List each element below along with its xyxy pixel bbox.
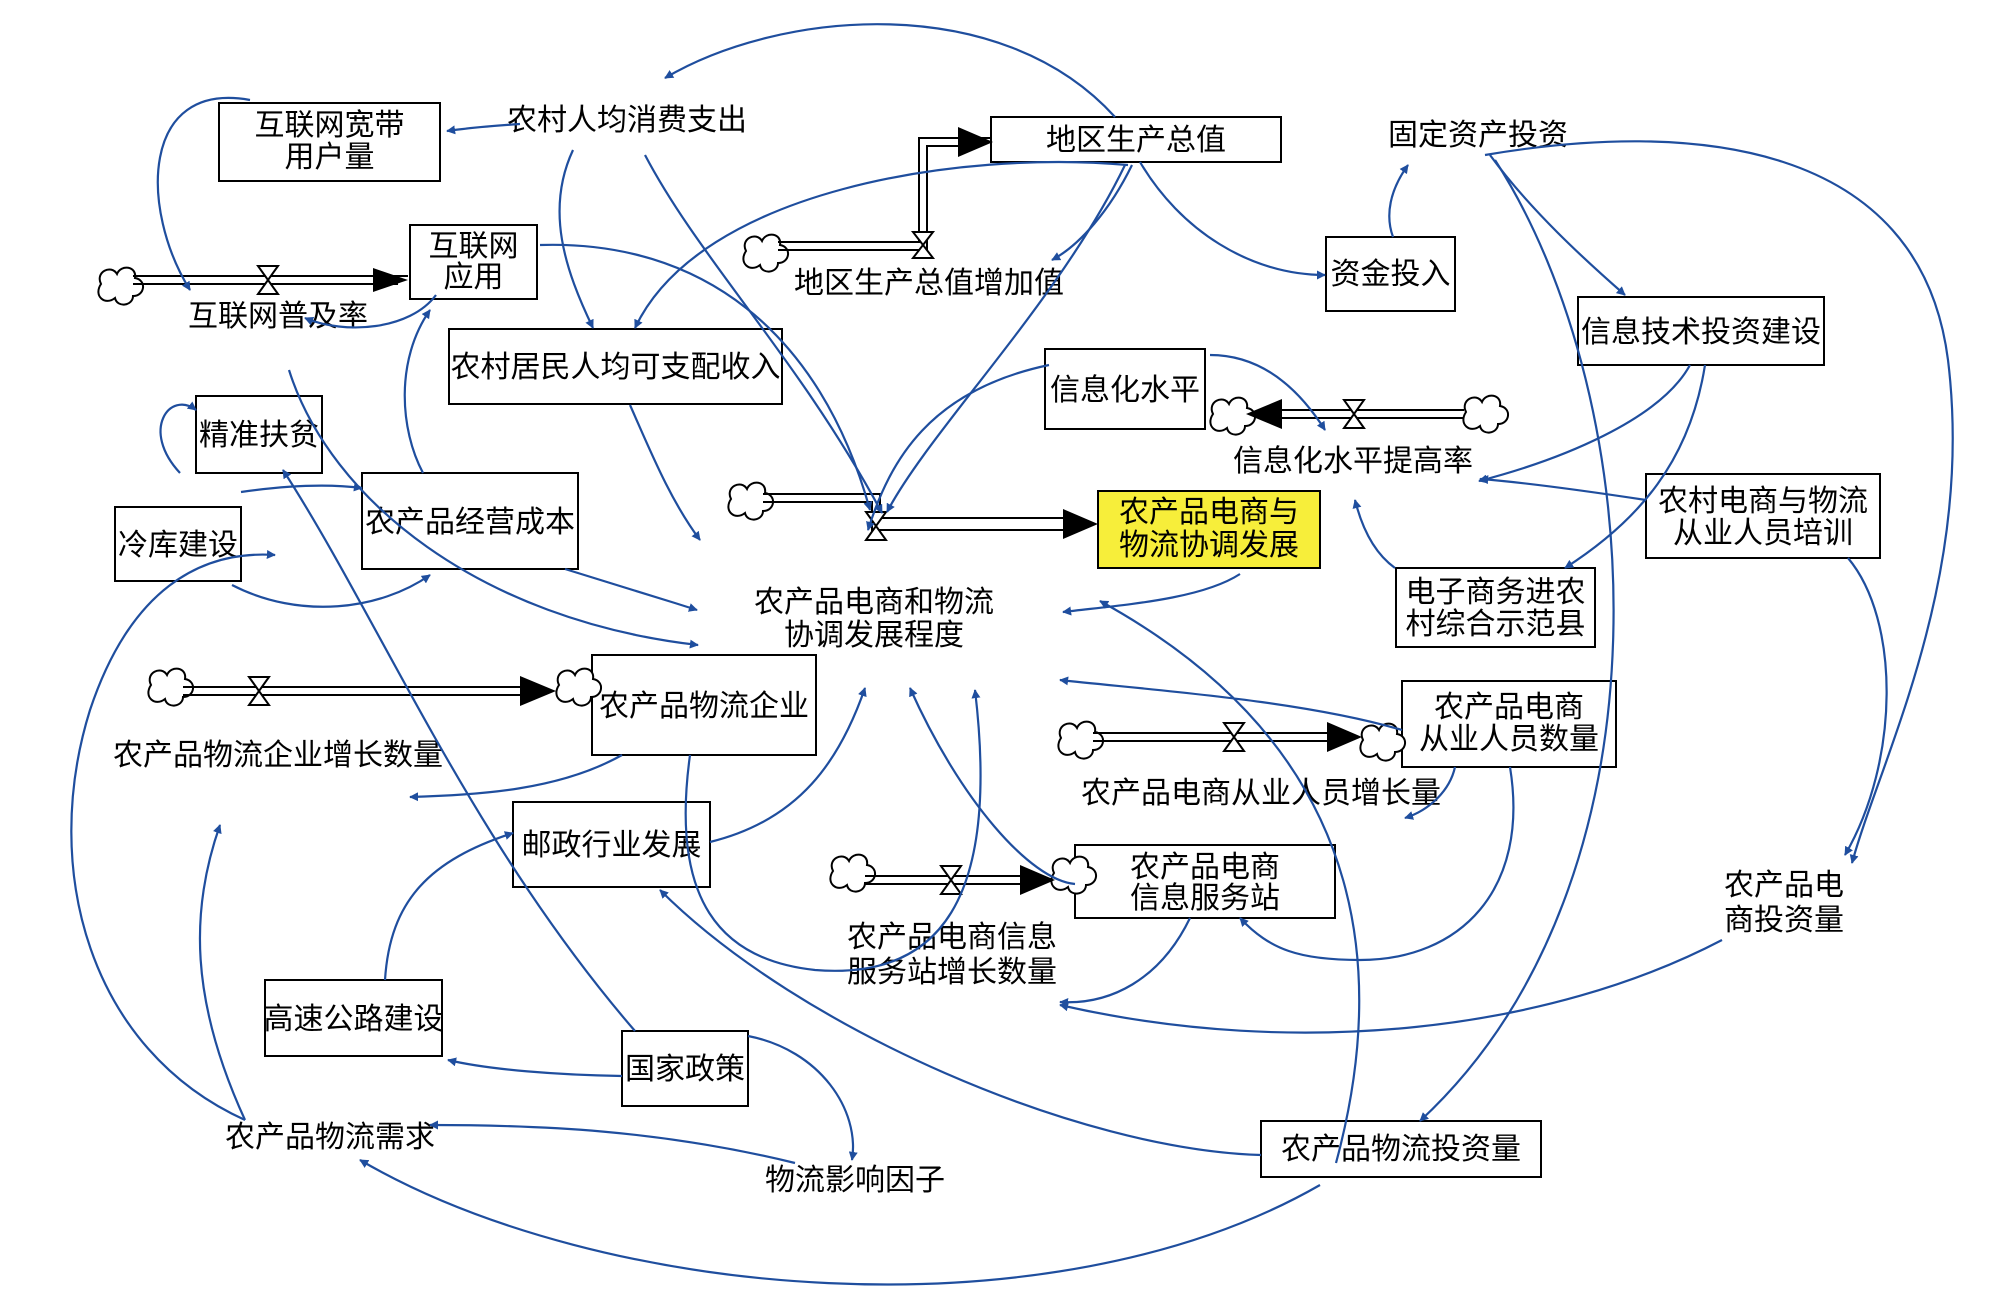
- coordination-line2: 物流协调发展: [1119, 528, 1299, 563]
- ecommerce-county-line2: 村综合示范县: [1406, 607, 1586, 642]
- ec-workers-line1: 农产品电商: [1434, 690, 1584, 725]
- stock-targeted-poverty: 精准扶贫: [195, 395, 323, 474]
- rural-consumption-label: 农村人均消费支出: [507, 103, 747, 138]
- logistics-enterprise-label: 农产品物流企业: [599, 689, 809, 724]
- logistics-investment-label: 农产品物流投资量: [1281, 1132, 1521, 1167]
- ecommerce-county-line1: 电子商务进农: [1406, 575, 1586, 610]
- broadband-users-line2: 用户量: [285, 140, 375, 175]
- stock-rural-income: 农村居民人均可支配收入: [448, 328, 783, 405]
- internet-penetration-label: 互联网普及率: [188, 299, 368, 334]
- ec-workers-growth-label: 农产品电商从业人员增长量: [1081, 776, 1441, 811]
- targeted-poverty-label: 精准扶贫: [199, 418, 319, 453]
- training-line1: 农村电商与物流: [1658, 484, 1868, 519]
- source-cloud: [742, 233, 789, 273]
- flow-ec-workers: [1057, 720, 1406, 762]
- flow-info-rate: [1209, 394, 1509, 436]
- highway-label: 高速公路建设: [264, 1002, 444, 1037]
- causal-links: [70, 23, 1954, 1286]
- target-cloud: [1209, 396, 1256, 436]
- training-line2: 从业人员培训: [1673, 516, 1853, 551]
- operating-cost-label: 农产品经营成本: [365, 505, 575, 540]
- coordination-degree-line1: 农产品电商和物流: [754, 585, 994, 620]
- coordination-line1: 农产品电商与: [1119, 495, 1299, 530]
- valve-icon: [1342, 399, 1366, 429]
- stock-info-level: 信息化水平: [1044, 348, 1206, 430]
- valve-icon: [256, 265, 280, 295]
- stock-it-investment: 信息技术投资建设: [1577, 296, 1825, 366]
- internet-app-line2: 应用: [444, 260, 504, 295]
- logistics-enterprise-growth-label: 农产品物流企业增长数量: [113, 738, 443, 773]
- stock-ecommerce-county: 电子商务进农 村综合示范县: [1395, 567, 1596, 648]
- postal-label: 邮政行业发展: [522, 828, 702, 863]
- ec-station-line1: 农产品电商: [1130, 850, 1280, 885]
- ec-station-line2: 信息服务站: [1130, 881, 1280, 916]
- ec-station-growth-line2: 服务站增长数量: [847, 955, 1057, 990]
- it-investment-label: 信息技术投资建设: [1581, 315, 1821, 350]
- valve-icon: [247, 676, 271, 706]
- target-cloud: [555, 667, 602, 707]
- target-cloud: [1359, 722, 1406, 762]
- stock-ec-station: 农产品电商 信息服务站: [1074, 844, 1336, 919]
- stock-logistics-investment: 农产品物流投资量: [1260, 1120, 1542, 1178]
- internet-app-line1: 互联网: [429, 229, 519, 264]
- stock-national-policy: 国家政策: [621, 1030, 749, 1107]
- ec-investment-line1: 农产品电: [1724, 868, 1844, 903]
- valve-icon: [1222, 722, 1246, 752]
- flow-coordination: [727, 481, 1098, 541]
- source-cloud: [1462, 394, 1509, 434]
- ec-workers-line2: 从业人员数量: [1419, 722, 1599, 757]
- flow-gdp-increment: [742, 127, 993, 273]
- stock-operating-cost: 农产品经营成本: [361, 472, 579, 570]
- stock-internet-app: 互联网 应用: [409, 224, 538, 300]
- regional-gdp-label: 地区生产总值: [1046, 123, 1226, 158]
- ec-investment-line2: 商投资量: [1724, 903, 1844, 938]
- stock-highway: 高速公路建设: [264, 979, 444, 1057]
- source-cloud: [97, 266, 144, 306]
- gdp-increment-label: 地区生产总值增加值: [794, 266, 1064, 301]
- stock-logistics-enterprise: 农产品物流企业: [591, 654, 817, 756]
- broadband-users-line1: 互联网宽带: [255, 108, 405, 143]
- logistics-factor-label: 物流影响因子: [765, 1163, 945, 1198]
- rural-income-label: 农村居民人均可支配收入: [451, 350, 781, 385]
- stock-capital-input: 资金投入: [1325, 236, 1456, 312]
- stock-regional-gdp: 地区生产总值: [990, 116, 1282, 163]
- info-rate-label: 信息化水平提高率: [1233, 444, 1473, 479]
- info-level-label: 信息化水平: [1050, 373, 1200, 408]
- stock-cold-storage: 冷库建设: [114, 506, 242, 582]
- logistics-demand-label: 农产品物流需求: [225, 1120, 435, 1155]
- flow-internet-penetration: [97, 265, 408, 306]
- source-cloud: [147, 667, 194, 707]
- ec-station-growth-line1: 农产品电商信息: [847, 920, 1057, 955]
- national-policy-label: 国家政策: [625, 1052, 745, 1087]
- source-cloud: [829, 853, 876, 893]
- capital-input-label: 资金投入: [1331, 257, 1451, 292]
- stock-postal: 邮政行业发展: [512, 801, 711, 888]
- cold-storage-label: 冷库建设: [118, 528, 238, 563]
- coordination-degree-line2: 协调发展程度: [784, 618, 964, 653]
- stock-training: 农村电商与物流 从业人员培训: [1645, 473, 1881, 559]
- flow-logistics-enterprise: [147, 667, 602, 707]
- valve-icon: [910, 231, 936, 259]
- valve-icon: [939, 865, 963, 895]
- stock-ec-workers: 农产品电商 从业人员数量: [1401, 680, 1617, 768]
- flow-ec-station: [829, 853, 1097, 895]
- target-cloud: [1050, 855, 1097, 895]
- stock-broadband-users: 互联网宽带 用户量: [218, 102, 441, 182]
- stock-coordination-highlighted: 农产品电商与 物流协调发展: [1097, 490, 1321, 569]
